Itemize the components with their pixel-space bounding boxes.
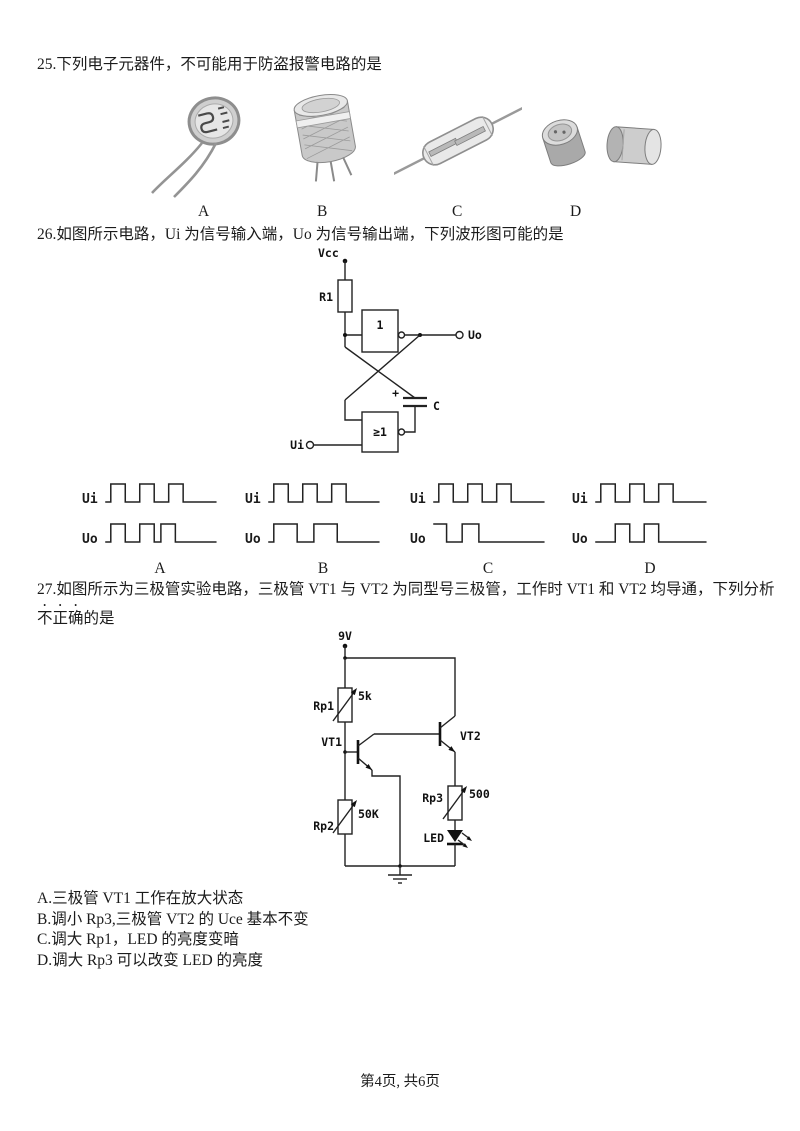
q27-stem-text: 27.如图所示为三极管实验电路，三极管 VT1 与 VT2 为同型号三极管，工作… <box>37 581 775 598</box>
gate1-label: 1 <box>377 318 384 332</box>
ui-waveform-c <box>431 480 549 506</box>
reed-switch-image <box>384 102 532 180</box>
microphone-image <box>541 119 662 167</box>
ldr-lead <box>173 142 218 198</box>
gate1-box <box>361 309 399 353</box>
uo-wave-label: Uo <box>245 532 261 547</box>
q25-option-b-label: B <box>317 203 328 220</box>
vcc-label: Vcc <box>318 246 339 260</box>
photoresistor-image <box>151 96 241 198</box>
gate2-label: ≥1 <box>373 425 387 439</box>
q25-photo-c-reed-switch <box>384 88 532 194</box>
rp1-label: Rp1 <box>313 699 334 713</box>
q25-photo-a-photoresistor <box>136 83 258 200</box>
page-footer: 第4页, 共6页 <box>360 1074 440 1090</box>
ldr-body <box>187 96 241 146</box>
gas-sensor-image <box>293 94 356 182</box>
uo-label: Uo <box>468 328 482 342</box>
q26-option-d-label: D <box>644 560 656 577</box>
reed-switch-body <box>384 102 532 180</box>
rp1-value-label: 5k <box>358 689 372 703</box>
mic-lying <box>606 126 662 165</box>
uo-terminal <box>455 330 464 340</box>
waveform-option-c: Ui Uo C <box>410 479 560 578</box>
ui-waveform-a <box>103 480 221 506</box>
ui-wave-label: Ui <box>82 492 98 507</box>
q26-option-b-label: B <box>317 560 329 577</box>
q27-stem-tail: 的是 <box>83 610 115 627</box>
mic-upright <box>541 119 586 167</box>
gate1-output-bubble <box>397 331 406 339</box>
ui-label: Ui <box>290 438 304 452</box>
sensor-can <box>293 94 356 182</box>
rp3-label: Rp3 <box>422 791 443 805</box>
waveform-option-d: Ui Uo D <box>572 479 722 578</box>
ldr-lead <box>151 142 204 194</box>
q27-choice-a: A.三极管 VT1 工作在放大状态 <box>37 890 244 907</box>
question-27-stem: 27.如图所示为三极管实验电路，三极管 VT1 与 VT2 为同型号三极管，工作… <box>37 579 775 630</box>
uo-wave-label: Uo <box>82 532 98 547</box>
gate2-output-bubble <box>397 428 406 436</box>
vt1-transistor-symbol <box>345 733 375 771</box>
q25-option-c-label: C <box>452 203 463 220</box>
ground-symbol <box>388 866 412 884</box>
led-label: LED <box>423 831 444 845</box>
uo-wave-label: Uo <box>572 532 588 547</box>
q27-choices: A.三极管 VT1 工作在放大状态 B.调小 Rp3,三极管 VT2 的 Uce… <box>37 889 309 971</box>
rp3-value-label: 500 <box>469 787 490 801</box>
vt2-label: VT2 <box>460 729 481 743</box>
q25-photo-d-microphone <box>523 94 669 190</box>
q25-option-a-label: A <box>198 203 210 220</box>
uo-waveform-c <box>431 520 549 546</box>
ui-wave-label: Ui <box>410 492 426 507</box>
q26-option-a-label: A <box>154 560 166 577</box>
uo-waveform-a <box>103 520 221 546</box>
vt1-label: VT1 <box>321 735 342 749</box>
vt2-transistor-symbol <box>438 715 456 753</box>
q25-option-d-label: D <box>570 203 582 220</box>
q26-option-c-label: C <box>482 560 494 577</box>
capacitor-label: C <box>433 399 440 413</box>
uo-waveform-d <box>593 520 711 546</box>
led-symbol <box>447 830 472 848</box>
question-25-stem: 25.下列电子元器件，不可能用于防盗报警电路的是 <box>37 56 382 73</box>
question-26-stem: 26.如图所示电路，Ui 为信号输入端，Uo 为信号输出端，下列波形图可能的是 <box>37 226 564 243</box>
q27-choice-b: B.调小 Rp3,三极管 VT2 的 Uce 基本不变 <box>37 910 309 928</box>
rp2-value-label: 50K <box>358 807 379 821</box>
ui-wave-label: Ui <box>572 492 588 507</box>
r1-label: R1 <box>319 290 333 304</box>
rp2-label: Rp2 <box>313 819 334 833</box>
q27-choice-d: D.调大 Rp3 可以改变 LED 的亮度 <box>37 951 264 969</box>
q25-photo-b-gas-sensor <box>281 85 371 197</box>
ui-terminal <box>305 440 315 450</box>
resistor-r1-symbol <box>337 279 353 313</box>
waveform-option-a: Ui Uo A <box>82 479 232 578</box>
q26-circuit-diagram: Vcc R1 1 Uo + C ≥1 Ui <box>290 246 482 453</box>
q27-stem-emphasis: 不正确 <box>37 610 84 627</box>
supply-label: 9V <box>338 630 352 643</box>
q27-circuit-diagram: 9V Rp1 5k VT1 VT2 Rp3 500 <box>313 630 490 884</box>
ui-wave-label: Ui <box>245 492 261 507</box>
uo-wave-label: Uo <box>410 532 426 547</box>
ui-waveform-d <box>593 480 711 506</box>
q27-choice-c: C.调大 Rp1，LED 的亮度变暗 <box>37 931 239 948</box>
waveform-option-b: Ui Uo B <box>245 479 395 578</box>
ui-waveform-b <box>266 480 384 506</box>
capacitor-plus-label: + <box>392 386 399 400</box>
uo-waveform-b <box>266 520 384 546</box>
